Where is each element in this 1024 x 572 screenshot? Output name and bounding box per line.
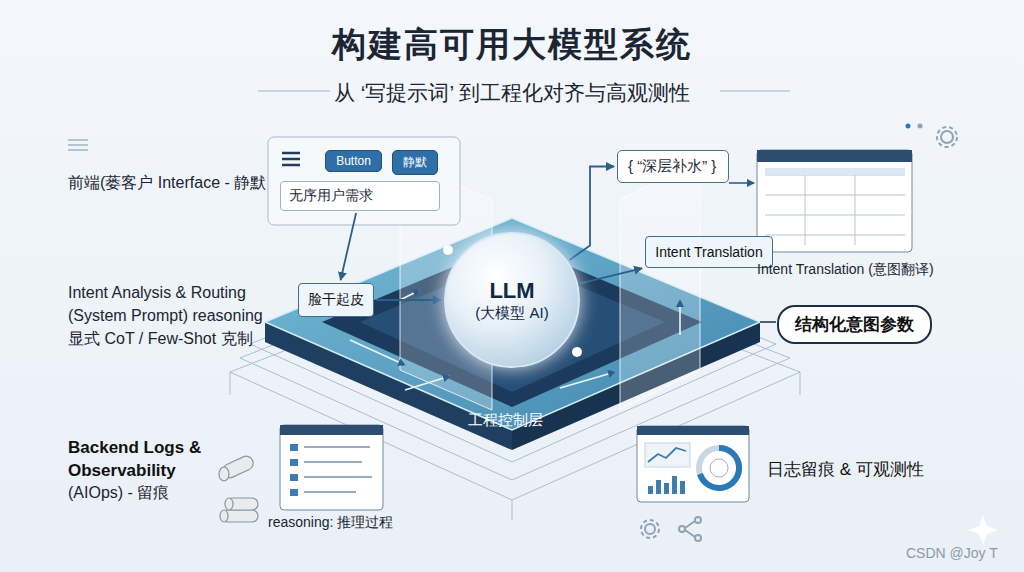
node-text: Button xyxy=(336,154,371,168)
plain-box: Intent Translation xyxy=(645,236,773,268)
node-text: 无序用户需求 xyxy=(289,187,373,205)
node-text: { “深层补水” } xyxy=(628,157,716,176)
btn-box: 静默 xyxy=(392,150,438,175)
label: CSDN @Joy T xyxy=(906,545,998,561)
node-text: LLM xyxy=(489,278,534,304)
connector-arrow xyxy=(580,268,642,283)
subtitle: 从 ‘写提示词’ 到工程化对齐与高观测性 xyxy=(0,79,1024,107)
code-box: { “深层补水” } xyxy=(617,150,729,183)
inp-box: 无序用户需求 xyxy=(280,181,440,211)
plain-box: 脸干起皮 xyxy=(298,283,374,317)
label: Backend Logs & Observability xyxy=(68,437,228,483)
node-text: 脸干起皮 xyxy=(308,291,364,309)
label: Intent Translation (意图翻译) xyxy=(757,261,934,279)
label: 前端(蒌客户 Interface - 静默 xyxy=(68,172,266,194)
node-text: 结构化意图参数 xyxy=(795,313,914,336)
node-text: 静默 xyxy=(403,154,427,171)
btn-box: Button xyxy=(325,150,382,172)
connector-arrow xyxy=(376,299,441,301)
label: 日志留痕 & 可观测性 xyxy=(767,458,924,481)
label: 工程控制层 xyxy=(468,411,543,430)
title: 构建高可用大模型系统 xyxy=(0,22,1024,68)
node-text: (大模型 AI) xyxy=(475,304,548,323)
label: (AIOps) - 留痕 xyxy=(68,483,169,504)
connector-arrow xyxy=(341,213,357,280)
pill-box: 结构化意图参数 xyxy=(777,305,932,344)
sphere-box: LLM(大模型 AI) xyxy=(444,232,580,368)
label: reasoning: 推理过程 xyxy=(268,514,393,532)
label: Intent Analysis & Routing (System Prompt… xyxy=(68,281,283,351)
connector-arrow xyxy=(569,167,614,261)
node-text: Intent Translation xyxy=(655,244,762,260)
